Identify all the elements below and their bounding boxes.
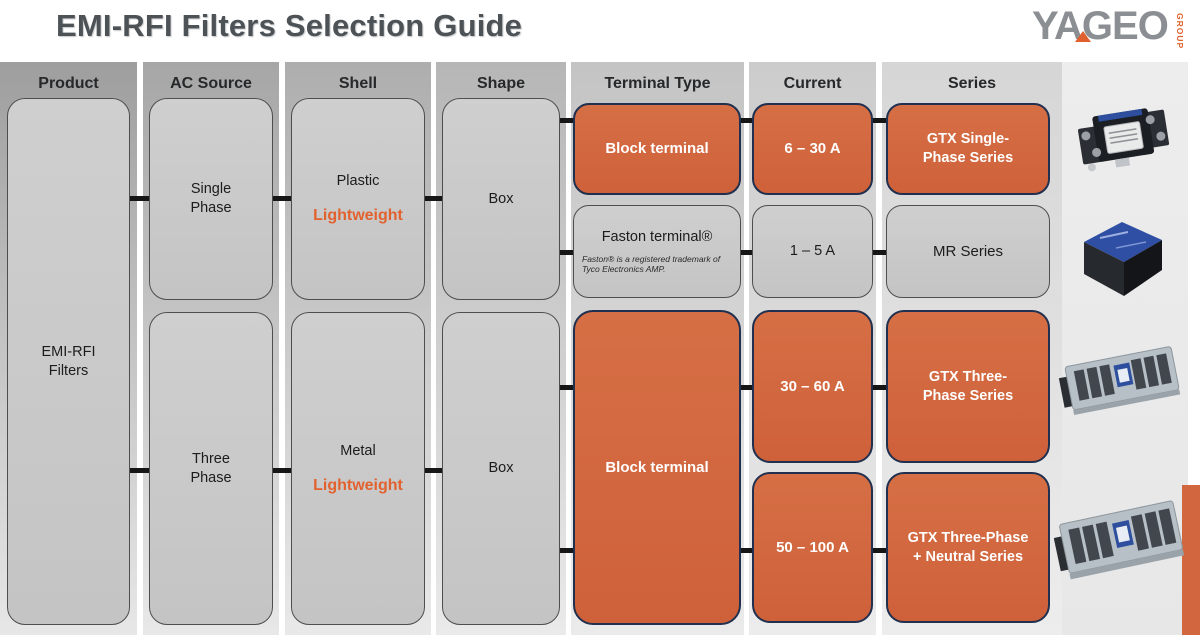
node-current-6-30: 6 – 30 A xyxy=(752,103,873,195)
node-shell-metal: Metal Lightweight xyxy=(291,312,425,625)
photo-mr-series-filter xyxy=(1084,222,1162,296)
node-series-mr: MR Series xyxy=(886,205,1050,298)
node-label: Box xyxy=(488,460,514,477)
connector-block-6-30 xyxy=(733,118,765,123)
node-emi-rfi-filters: EMI-RFI Filters xyxy=(7,98,130,625)
yageo-logo-text: YAGEO xyxy=(1032,4,1169,48)
node-series-gtx-three-phase: GTX Three-Phase Series xyxy=(886,310,1050,463)
connector-block-30-60 xyxy=(733,385,765,390)
yageo-group-text: GROUP xyxy=(1175,13,1185,50)
photo-gtx-three-phase-neutral-filter xyxy=(1054,500,1185,580)
node-label: MR Series xyxy=(932,242,1003,260)
node-label: 50 – 100 A xyxy=(776,538,849,556)
connector-plastic-box xyxy=(415,196,455,201)
connector-metal-box xyxy=(415,468,455,473)
column-header-series: Series xyxy=(947,75,997,92)
node-three-phase: Three Phase xyxy=(149,312,273,625)
node-label: Three Phase xyxy=(190,450,232,486)
connector-single-plastic xyxy=(263,196,303,201)
connector-box-blockterminal-top xyxy=(550,118,586,123)
shell-feature-label: Lightweight xyxy=(313,476,403,494)
connector-box-blockterminal-upper xyxy=(550,385,586,390)
connector-product-three xyxy=(120,468,160,473)
shell-material-label: Plastic xyxy=(336,173,380,189)
yageo-a-triangle-icon xyxy=(1075,31,1091,42)
connector-1-5-mr xyxy=(864,250,898,255)
connector-box-faston xyxy=(550,250,586,255)
node-series-gtx-single-phase: GTX Single-Phase Series xyxy=(886,103,1050,195)
node-label: 30 – 60 A xyxy=(780,377,845,395)
node-label: Block terminal xyxy=(605,458,709,476)
yageo-logo: YAGEO GROUP xyxy=(1032,4,1197,54)
connector-50-100-gtx-three-neutral xyxy=(864,548,898,553)
column-header-current: Current xyxy=(783,75,842,92)
column-header-shell: Shell xyxy=(338,75,378,92)
node-faston-terminal: Faston terminal® Faston® is a registered… xyxy=(573,205,741,298)
connector-6-30-gtx-single xyxy=(864,118,898,123)
node-label: 1 – 5 A xyxy=(789,243,836,260)
node-current-30-60: 30 – 60 A xyxy=(752,310,873,463)
node-label: GTX Three-Phase + Neutral Series xyxy=(907,529,1029,565)
node-label: GTX Single-Phase Series xyxy=(922,131,1014,166)
connector-box-blockterminal-lower xyxy=(550,548,586,553)
photo-gtx-single-phase-filter xyxy=(1078,108,1170,172)
node-label: Faston terminal® xyxy=(601,228,713,245)
node-label: Single Phase xyxy=(190,181,232,216)
node-current-50-100: 50 – 100 A xyxy=(752,472,873,623)
node-label: GTX Three-Phase Series xyxy=(922,368,1014,404)
connector-block-50-100 xyxy=(733,548,765,553)
photo-gtx-three-phase-filter xyxy=(1058,346,1181,415)
node-current-1-5: 1 – 5 A xyxy=(752,205,873,298)
node-shell-plastic: Plastic Lightweight xyxy=(291,98,425,300)
node-label: EMI-RFI Filters xyxy=(41,343,96,379)
node-label: 6 – 30 A xyxy=(784,140,841,158)
connector-faston-1-5 xyxy=(733,250,765,255)
node-single-phase: Single Phase xyxy=(149,98,273,300)
node-block-terminal-bottom: Block terminal xyxy=(573,310,741,625)
shell-material-label: Metal xyxy=(340,442,376,459)
connector-three-metal xyxy=(263,468,303,473)
node-label: Block terminal xyxy=(605,140,709,158)
orange-accent-strip xyxy=(1182,485,1200,635)
column-header-product: Product xyxy=(38,75,99,92)
node-label: Box xyxy=(488,190,514,207)
node-series-gtx-three-phase-neutral: GTX Three-Phase + Neutral Series xyxy=(886,472,1050,623)
connector-product-single xyxy=(120,196,160,201)
column-header-ac-source: AC Source xyxy=(170,75,252,92)
connector-30-60-gtx-three xyxy=(864,385,898,390)
node-box-top: Box xyxy=(442,98,560,300)
page-title: EMI-RFI Filters Selection Guide xyxy=(56,8,523,43)
faston-trademark-note: Faston® is a registered trademark of Tyc… xyxy=(582,253,721,275)
column-header-terminal-type: Terminal Type xyxy=(604,75,711,92)
node-block-terminal-top: Block terminal xyxy=(573,103,741,195)
shell-feature-label: Lightweight xyxy=(313,207,403,224)
column-header-shape: Shape xyxy=(476,75,525,92)
node-box-bottom: Box xyxy=(442,312,560,625)
